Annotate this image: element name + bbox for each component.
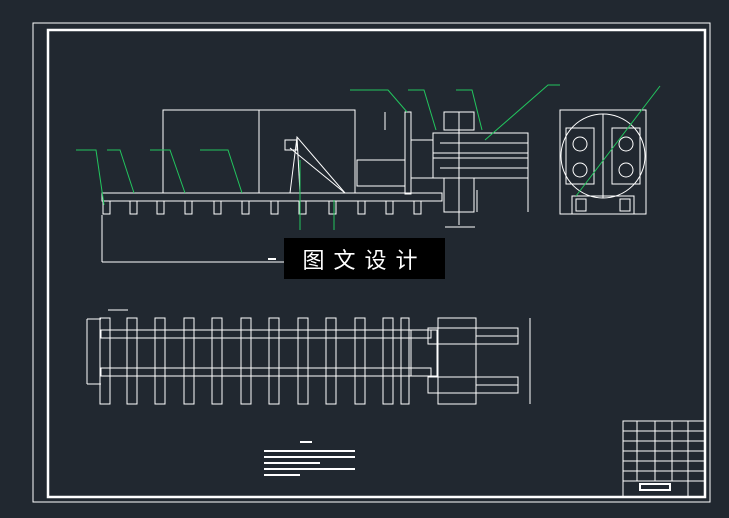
- leader-lines: [76, 84, 661, 230]
- front-roller-row: [102, 200, 422, 215]
- front-elevation-view: [101, 109, 529, 263]
- side-view: [559, 109, 647, 215]
- title-block: [622, 420, 706, 498]
- watermark-text: 图文设计: [302, 248, 427, 274]
- technical-notes: [264, 441, 355, 476]
- watermark-banner: 图文设计: [284, 238, 445, 279]
- plan-view: [86, 309, 531, 405]
- plan-slat-row: [99, 317, 410, 405]
- outer-border: [32, 22, 711, 503]
- inner-border: [46, 28, 707, 499]
